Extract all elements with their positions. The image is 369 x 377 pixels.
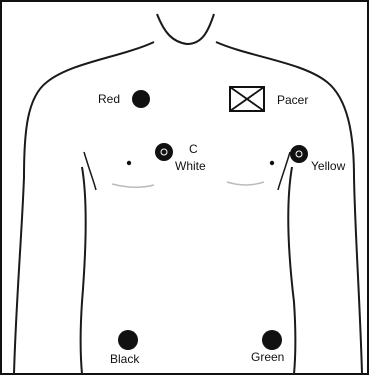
electrode-white-label: White [175, 159, 206, 173]
electrode-red-label: Red [98, 92, 120, 106]
nipple-right [270, 161, 274, 165]
armpit-left [84, 152, 96, 190]
pacer-box-icon [230, 87, 264, 111]
torso-side-left [81, 167, 86, 374]
electrode-green [262, 330, 282, 350]
torso-outline-left [14, 42, 154, 374]
neck-left-line [157, 14, 214, 44]
electrode-c-label: C [189, 142, 198, 156]
electrode-black [118, 330, 138, 350]
electrode-yellow-label: Yellow [311, 159, 345, 173]
electrode-green-label: Green [251, 350, 284, 364]
electrode-yellow [290, 145, 308, 163]
pacer-label: Pacer [277, 93, 308, 107]
electrode-red [132, 90, 150, 108]
chest-curve-left [112, 184, 154, 187]
torso-side-right [288, 167, 295, 374]
armpit-right [278, 152, 290, 190]
chest-curve-right [227, 182, 264, 185]
electrode-black-label: Black [110, 352, 139, 366]
nipple-left [127, 161, 131, 165]
electrode-white [155, 143, 173, 161]
